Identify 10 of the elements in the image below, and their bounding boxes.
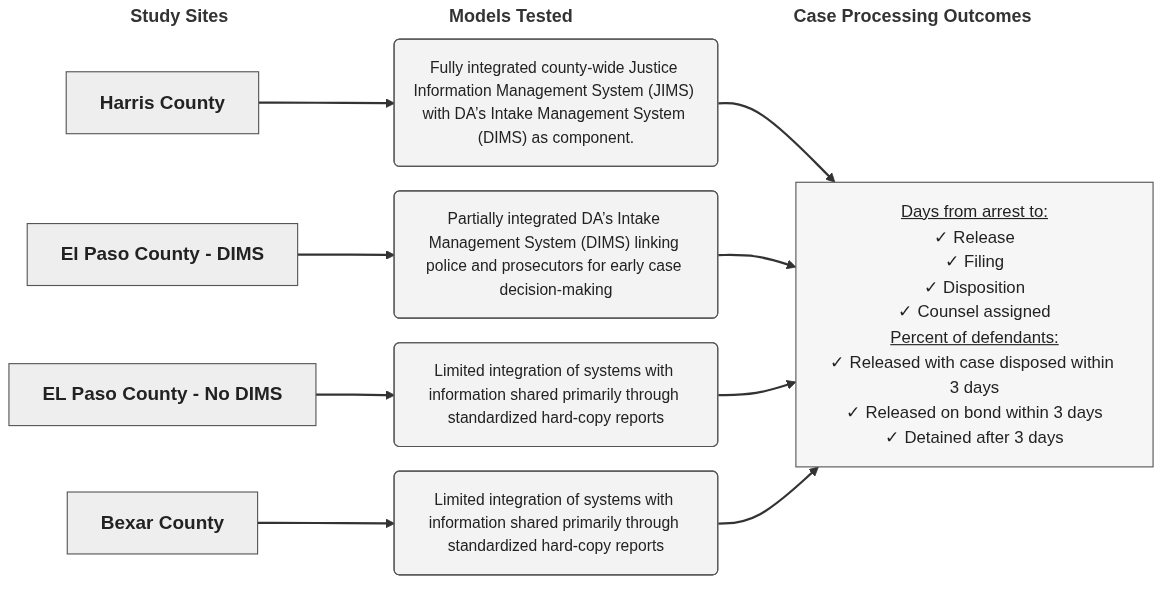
node-box: Bexar County xyxy=(66,491,259,555)
column-heading: Case Processing Outcomes xyxy=(793,6,1032,27)
node-box: Harris County xyxy=(65,71,260,135)
column-heading: Study Sites xyxy=(130,6,229,27)
arrow xyxy=(718,102,836,183)
arrow xyxy=(718,466,819,525)
node-box: EL Paso County - No DIMS xyxy=(8,363,317,427)
node-box: El Paso County - DIMS xyxy=(26,223,299,287)
column-heading: Models Tested xyxy=(449,6,573,27)
node-box: Days from arrest to: ✓ Release ✓ Filing ✓ Disposition ✓ Counsel assigned Percent of defendants: ✓ Released with case disposed within 3 days ✓ Released on bond within 3 days ✓ Detained after 3 days xyxy=(795,181,1154,468)
